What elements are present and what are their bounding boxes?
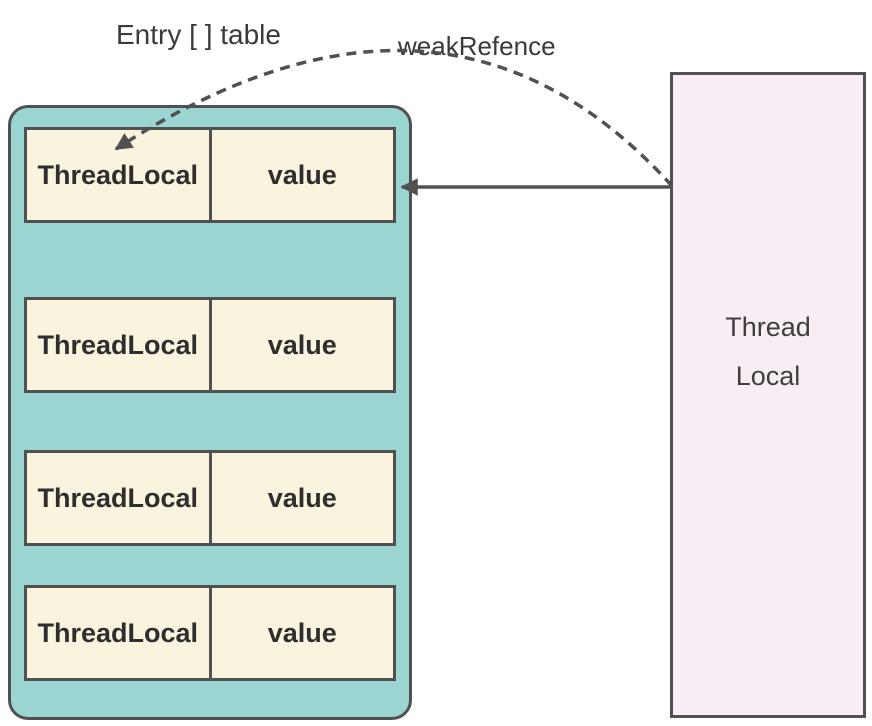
entry-table-label: Entry [ ] table [116,19,281,50]
threadlocal-key-cell: ThreadLocal [27,130,212,220]
value-cell: value [211,130,393,220]
threadlocal-key-cell: ThreadLocal [27,453,212,543]
threadlocal-key-cell: ThreadLocal [27,588,212,678]
threadlocal-key-cell: ThreadLocal [27,300,212,390]
entry-row-3: ThreadLocal value [24,450,396,546]
entry-row-1: ThreadLocal value [24,127,396,223]
weak-reference-label: weakRefence [398,31,556,61]
entry-row-2: ThreadLocal value [24,297,396,393]
thread-local-box: Thread Local [670,72,866,718]
value-cell: value [211,300,393,390]
entry-row-4: ThreadLocal value [24,585,396,681]
thread-box-label-line1: Thread [725,312,811,342]
value-cell: value [211,588,393,678]
thread-box-label-line2: Local [735,361,801,391]
value-cell: value [211,453,393,543]
